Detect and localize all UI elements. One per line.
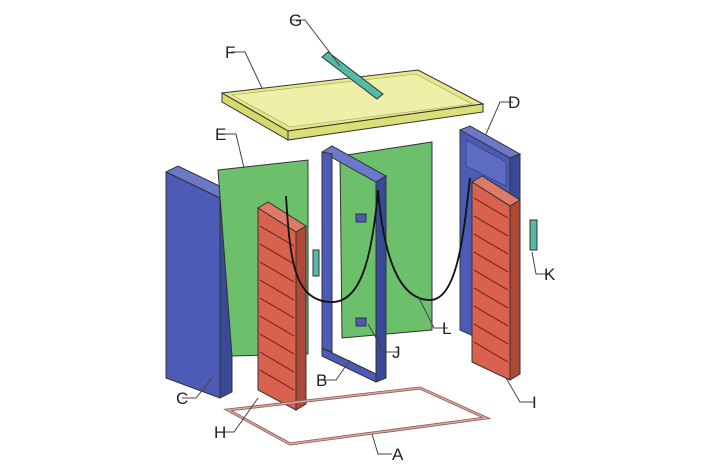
roof-tray-F [220,69,485,141]
label-C: C [176,389,188,408]
label-H: H [214,423,226,442]
teal-bar-G [321,51,384,100]
leader-lines [182,19,550,455]
teal-clip-K [529,219,538,251]
base-frame-A [223,386,492,446]
label-B: B [316,371,327,390]
door-studs-J [355,213,367,327]
teal-clip-left [312,249,320,277]
label-A: A [392,445,404,464]
label-L: L [442,319,451,338]
louvre-panel-I [471,175,521,381]
label-G: G [289,11,302,30]
cables-L [285,177,471,303]
label-D: D [508,93,520,112]
left-side-panel-C [164,165,234,399]
louvre-panel-H [257,201,307,411]
label-K: K [544,265,556,284]
part-labels: G F D E K L J B C I H A [176,11,556,464]
label-E: E [215,125,226,144]
label-I: I [532,393,537,412]
label-F: F [225,43,235,62]
label-J: J [392,343,401,362]
